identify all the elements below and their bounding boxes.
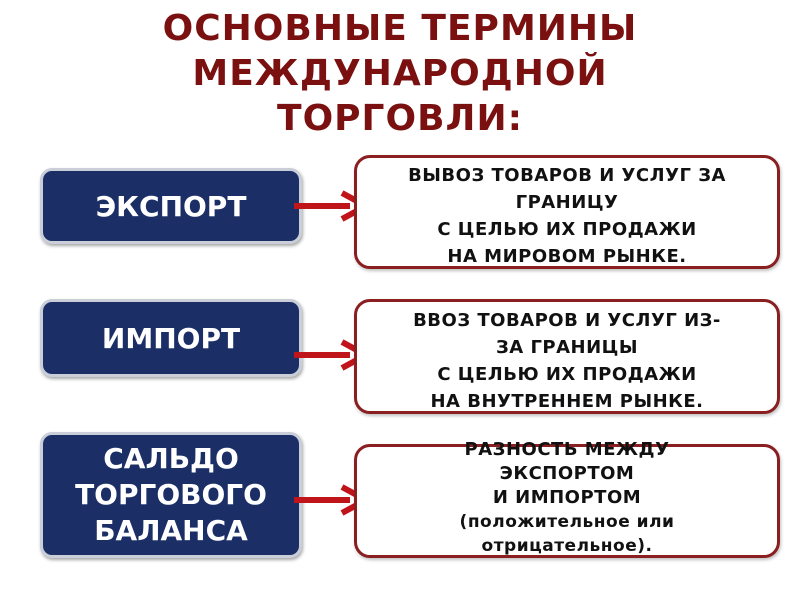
definition-line: С ЦЕЛЬЮ ИХ ПРОДАЖИ: [437, 364, 697, 385]
term-label: САЛЬДО: [103, 442, 239, 475]
definition-box-export: ВЫВОЗ ТОВАРОВ И УСЛУГ ЗА ГРАНИЦУ С ЦЕЛЬЮ…: [354, 155, 780, 269]
term-label: БАЛАНСА: [94, 514, 248, 547]
definition-line: И ИМПОРТОМ: [492, 487, 642, 508]
term-label: ТОРГОВОГО: [75, 478, 267, 511]
term-label: ИМПОРТ: [101, 321, 241, 355]
definition-line: ГРАНИЦУ: [515, 192, 619, 213]
definition-line: ЭКСПОРТОМ: [499, 463, 635, 484]
definition-line: отрицательное).: [481, 536, 653, 556]
definition-line: (положительное или: [459, 512, 675, 532]
title-line-2: МЕЖДУНАРОДНОЙ: [192, 53, 608, 94]
term-box-import: ИМПОРТ: [40, 299, 302, 377]
slide-title: ОСНОВНЫЕ ТЕРМИНЫ МЕЖДУНАРОДНОЙ ТОРГОВЛИ:: [0, 6, 800, 141]
definition-line: С ЦЕЛЬЮ ИХ ПРОДАЖИ: [437, 219, 697, 240]
definition-line: НА МИРОВОМ РЫНКЕ.: [447, 246, 687, 267]
term-box-trade-balance: САЛЬДО ТОРГОВОГО БАЛАНСА: [40, 432, 302, 558]
definition-line: ВЫВОЗ ТОВАРОВ И УСЛУГ ЗА: [408, 165, 726, 186]
title-line-1: ОСНОВНЫЕ ТЕРМИНЫ: [162, 8, 638, 49]
definition-line: ВВОЗ ТОВАРОВ И УСЛУГ ИЗ-: [413, 310, 721, 331]
term-label: ЭКСПОРТ: [95, 189, 247, 223]
term-box-export: ЭКСПОРТ: [40, 168, 302, 244]
title-line-3: ТОРГОВЛИ:: [277, 98, 523, 139]
definition-box-trade-balance: РАЗНОСТЬ МЕЖДУ ЭКСПОРТОМ И ИМПОРТОМ (пол…: [354, 439, 780, 558]
definition-line: ЗА ГРАНИЦЫ: [495, 337, 639, 358]
definition-line: РАЗНОСТЬ МЕЖДУ: [464, 439, 670, 460]
definition-line: НА ВНУТРЕННЕМ РЫНКЕ.: [430, 391, 704, 412]
definition-box-import: ВВОЗ ТОВАРОВ И УСЛУГ ИЗ- ЗА ГРАНИЦЫ С ЦЕ…: [354, 299, 780, 414]
